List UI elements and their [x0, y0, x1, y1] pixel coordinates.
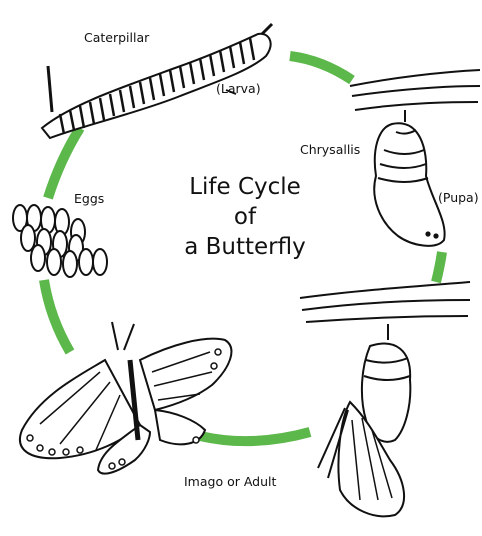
adult-butterfly-illustration — [20, 322, 231, 474]
title-line-2: of — [160, 202, 330, 232]
label-larva: (Larva) — [216, 81, 261, 96]
eggs-illustration — [13, 205, 107, 277]
label-chrysallis: Chrysallis — [300, 142, 360, 157]
title-line-1: Life Cycle — [160, 172, 330, 202]
arrow-adult-to-eggs-bottom — [200, 432, 310, 441]
arrow-larva-to-pupa — [290, 56, 352, 80]
label-caterpillar: Caterpillar — [84, 30, 149, 45]
arrow-pupa-to-adult — [436, 252, 442, 282]
arrow-eggs-to-larva — [48, 128, 80, 198]
chrysalis-illustration — [350, 70, 480, 246]
label-adult: Imago or Adult — [184, 474, 276, 489]
title-line-3: a Butterfly — [160, 232, 330, 262]
label-pupa: (Pupa) — [438, 190, 479, 205]
arrow-eggs-to-adult — [44, 280, 70, 352]
emerging-butterfly-illustration — [300, 282, 470, 516]
diagram-title: Life Cycle of a Butterfly — [160, 172, 330, 262]
label-eggs: Eggs — [74, 191, 104, 206]
